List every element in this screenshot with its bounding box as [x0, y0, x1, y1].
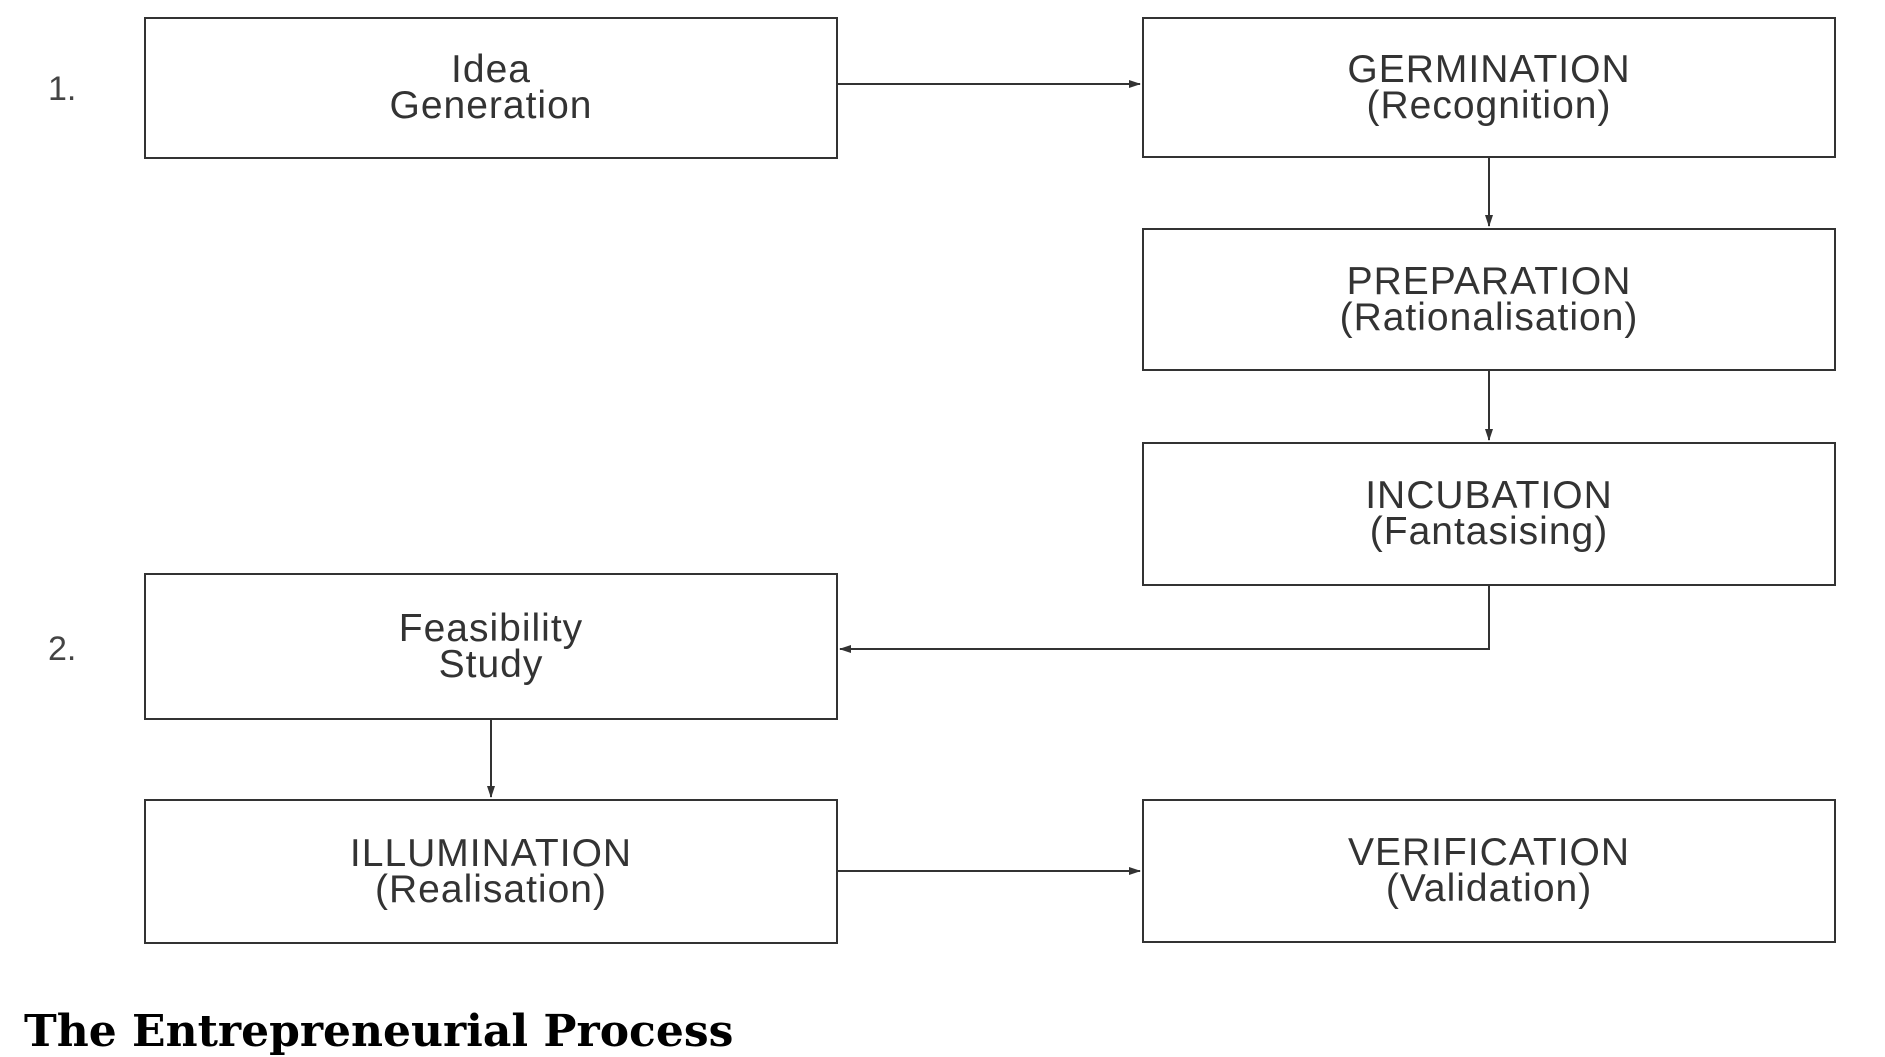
stage-number-2: 2.	[48, 630, 77, 668]
box-label: (Rationalisation)	[1339, 295, 1639, 339]
stage-number-1: 1.	[48, 70, 77, 108]
box-verification: VERIFICATION (Validation)	[1142, 799, 1836, 943]
box-label: GERMINATION	[1347, 47, 1631, 91]
arrow-incubation-to-feasibility	[839, 586, 1490, 653]
diagram-caption: The Entrepreneurial Process	[24, 1006, 734, 1057]
flow-arrows	[487, 80, 1493, 875]
box-label: Generation	[389, 84, 593, 127]
box-germination: GERMINATION (Recognition)	[1142, 17, 1836, 158]
box-label: Idea	[451, 48, 531, 91]
box-label: (Fantasising)	[1369, 510, 1609, 553]
box-label: ILLUMINATION	[349, 831, 633, 875]
box-feasibility-study: Feasibility Study	[144, 573, 838, 720]
box-label: (Realisation)	[375, 867, 607, 911]
box-preparation: PREPARATION (Rationalisation)	[1142, 228, 1836, 371]
box-illumination: ILLUMINATION (Realisation)	[144, 799, 838, 944]
box-label: (Recognition)	[1366, 83, 1612, 127]
box-label: VERIFICATION	[1347, 831, 1631, 874]
box-label: Study	[438, 642, 544, 686]
box-incubation: INCUBATION (Fantasising)	[1142, 442, 1836, 586]
box-label: (Validation)	[1385, 867, 1593, 910]
box-label: INCUBATION	[1365, 474, 1613, 517]
box-label: Feasibility	[398, 606, 584, 650]
box-label: PREPARATION	[1346, 259, 1632, 303]
box-idea-generation: Idea Generation	[144, 17, 838, 159]
